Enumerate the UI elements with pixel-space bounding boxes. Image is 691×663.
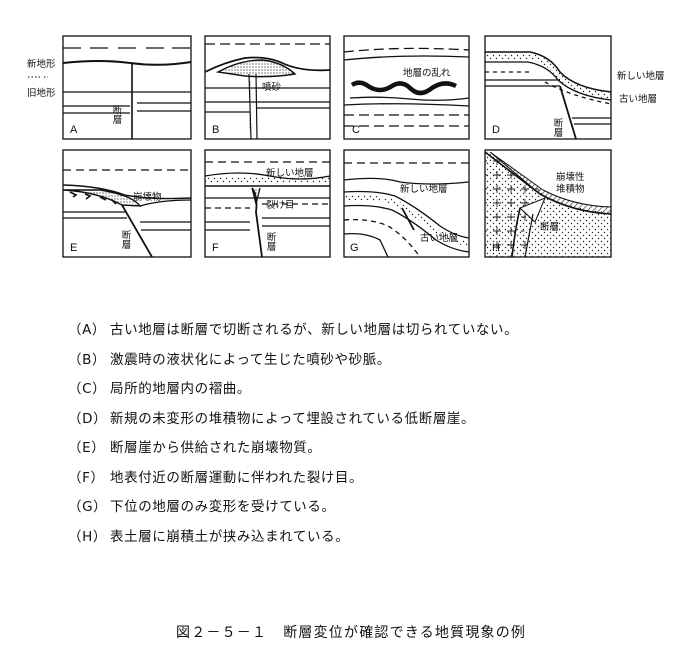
panel-f-letter: F bbox=[212, 242, 219, 254]
geology-diagram: 新地形 旧地形 断層 A 噴砂 B 地層の乱れ C 新しい地層 古い地層 断層 … bbox=[27, 35, 665, 258]
panel-labels: 新地形 旧地形 断層 A 噴砂 B 地層の乱れ C 新しい地層 古い地層 断層 … bbox=[27, 58, 665, 254]
label-a-fault: 断層 bbox=[111, 104, 123, 125]
panel-g bbox=[343, 149, 470, 258]
label-b-sand: 噴砂 bbox=[262, 81, 282, 93]
panel-e bbox=[62, 149, 192, 258]
caption-text: 断層崖から供給された崩壊物質。 bbox=[110, 440, 322, 456]
caption-key: （D） bbox=[68, 410, 108, 427]
panel-c-letter: C bbox=[352, 124, 360, 136]
label-f-crack: 裂け目 bbox=[266, 199, 295, 211]
caption-text: 下位の地層のみ変形を受けている。 bbox=[110, 499, 336, 515]
label-d-old: 古い地層 bbox=[619, 93, 657, 105]
label-d-fault: 断層 bbox=[552, 117, 564, 138]
label-g-new: 新しい地層 bbox=[400, 183, 448, 195]
caption-key: （B） bbox=[68, 351, 107, 368]
label-h-colluvium-2: 堆積物 bbox=[556, 183, 585, 195]
label-g-old: 古い地層 bbox=[420, 232, 458, 244]
label-new-terrain: 新地形 bbox=[27, 58, 56, 70]
caption-key: （A） bbox=[68, 322, 107, 338]
caption-item: （D）新規の未変形の堆積物によって埋設されている低断層崖。 bbox=[68, 407, 518, 437]
panel-d bbox=[484, 35, 612, 140]
figure-number: 図２－５－１ bbox=[176, 625, 268, 641]
label-d-new: 新しい地層 bbox=[617, 70, 665, 82]
panel-f bbox=[204, 149, 331, 258]
panel-c bbox=[343, 35, 470, 140]
caption-key: （F） bbox=[68, 469, 105, 486]
caption-text: 表土層に崩積土が挟み込まれている。 bbox=[110, 528, 350, 545]
caption-key: （H） bbox=[68, 528, 107, 545]
panel-e-letter: E bbox=[70, 242, 77, 254]
caption-item: （G）下位の地層のみ変形を受けている。 bbox=[68, 495, 518, 525]
label-f-fault: 断層 bbox=[265, 231, 277, 252]
panel-h-letter: H bbox=[492, 242, 500, 254]
panel-d-letter: D bbox=[492, 124, 500, 136]
caption-text: 地表付近の断層運動に伴われた裂け目。 bbox=[110, 469, 364, 486]
caption-item: （E）断層崖から供給された崩壊物質。 bbox=[68, 436, 518, 466]
caption-item: （B）激震時の液状化によって生じた噴砂や砂脈。 bbox=[68, 348, 518, 378]
caption-key: （E） bbox=[68, 440, 106, 456]
panel-a-frame bbox=[62, 35, 192, 140]
caption-key: （C） bbox=[68, 381, 107, 397]
caption-item: （H）表土層に崩積土が挟み込まれている。 bbox=[68, 525, 518, 555]
caption-item: （F） 地表付近の断層運動に伴われた裂け目。 bbox=[68, 466, 518, 496]
panel-g-letter: G bbox=[350, 242, 359, 254]
figure-title: 図２－５－１ 断層変位が確認できる地質現象の例 bbox=[176, 622, 526, 642]
panel-a bbox=[62, 35, 192, 140]
figure-caption: 断層変位が確認できる地質現象の例 bbox=[283, 625, 527, 641]
label-e-collapse: 崩壊物 bbox=[133, 191, 162, 203]
panel-h bbox=[484, 149, 612, 258]
panel-a-letter: A bbox=[70, 124, 78, 136]
label-h-fault: 断層 bbox=[540, 221, 559, 233]
caption-text: 局所的地層内の褶曲。 bbox=[110, 381, 251, 397]
label-c-disturb: 地層の乱れ bbox=[403, 67, 451, 79]
panel-b bbox=[204, 35, 331, 140]
label-f-new: 新しい地層 bbox=[266, 167, 314, 179]
caption-item: （C）局所的地層内の褶曲。 bbox=[68, 377, 518, 407]
caption-text: 激震時の液状化によって生じた噴砂や砂脈。 bbox=[110, 351, 391, 368]
label-h-colluvium-1: 崩壊性 bbox=[556, 171, 585, 183]
label-e-fault: 断層 bbox=[120, 229, 132, 250]
caption-item: （A）古い地層は断層で切断されるが、新しい地層は切られていない。 bbox=[68, 318, 518, 348]
label-old-terrain: 旧地形 bbox=[27, 87, 56, 99]
caption-text: 古い地層は断層で切断されるが、新しい地層は切られていない。 bbox=[110, 322, 519, 338]
panel-b-letter: B bbox=[212, 124, 219, 136]
caption-list: （A）古い地層は断層で切断されるが、新しい地層は切られていない。 （B）激震時の… bbox=[68, 318, 518, 554]
caption-key: （G） bbox=[68, 499, 108, 515]
caption-text: 新規の未変形の堆積物によって埋設されている低断層崖。 bbox=[110, 410, 476, 427]
